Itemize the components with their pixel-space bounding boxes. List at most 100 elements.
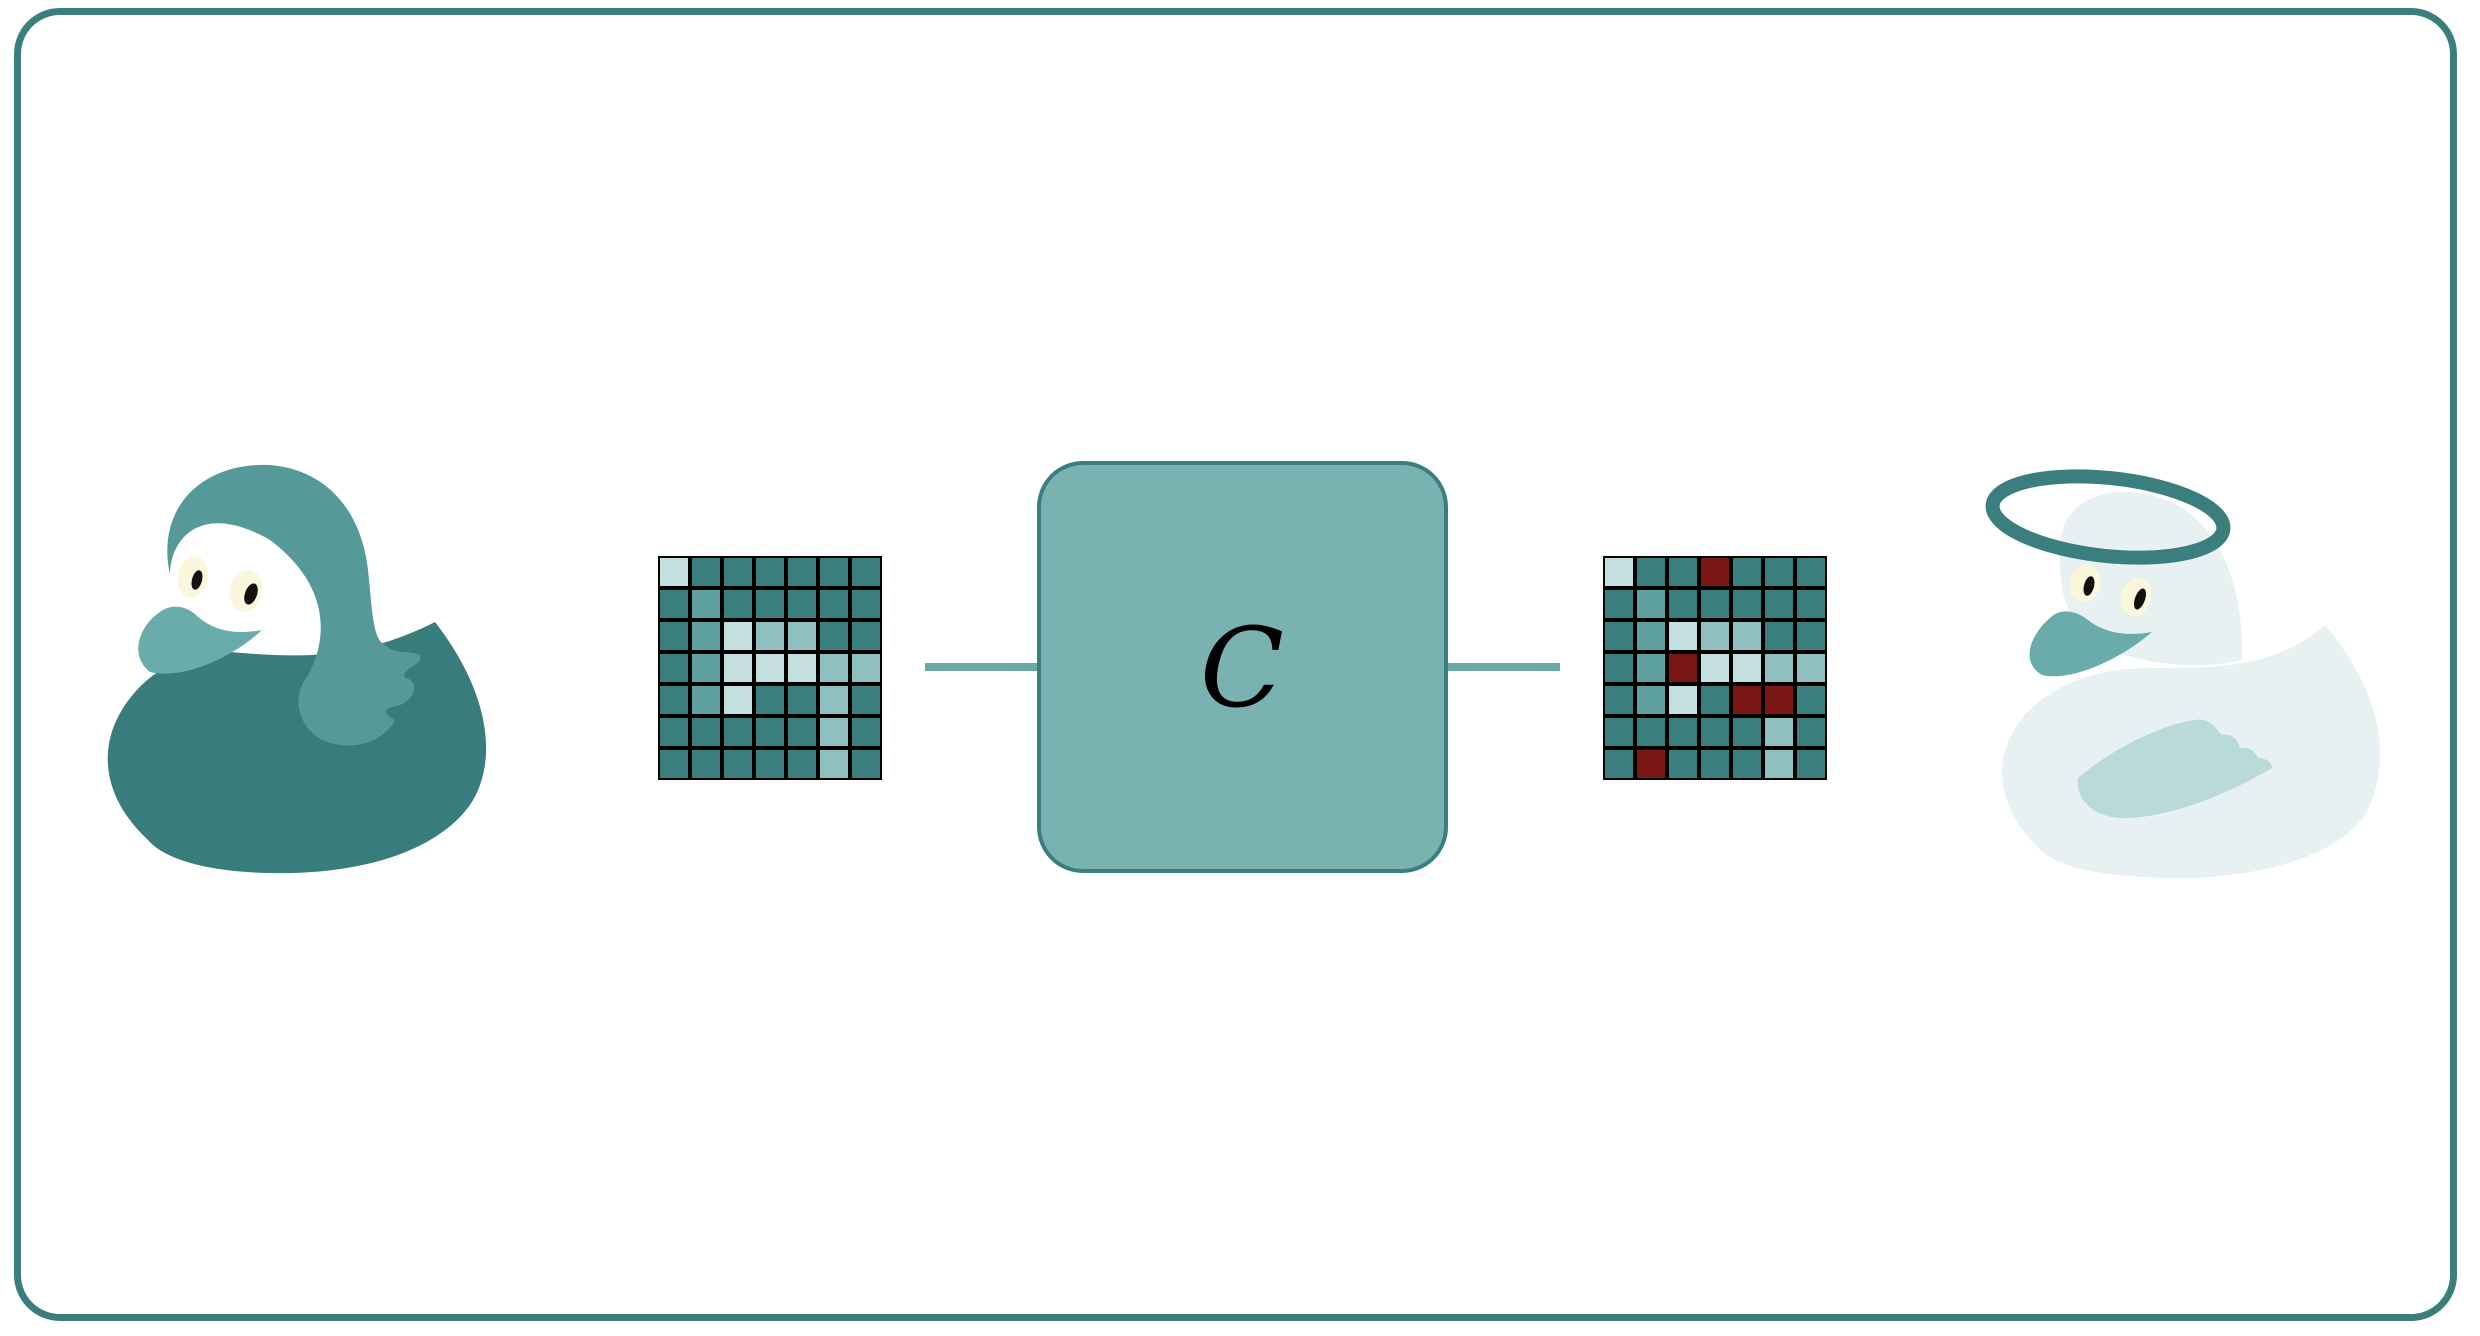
left-duck-head bbox=[167, 464, 421, 746]
output-matrix-cell bbox=[1733, 654, 1761, 682]
output-matrix-cell bbox=[1765, 622, 1793, 650]
output-matrix-cell bbox=[1605, 590, 1633, 618]
output-matrix-cell bbox=[1637, 750, 1665, 778]
input-matrix-cell bbox=[788, 558, 816, 586]
output-matrix-cell bbox=[1765, 686, 1793, 714]
output-matrix-cell bbox=[1797, 590, 1825, 618]
input-matrix-cell bbox=[788, 622, 816, 650]
output-matrix-cell bbox=[1765, 558, 1793, 586]
input-matrix-cell bbox=[788, 718, 816, 746]
input-matrix-cell bbox=[692, 718, 720, 746]
right-duck-pupil-1 bbox=[2083, 576, 2095, 596]
output-matrix-cell bbox=[1605, 654, 1633, 682]
output-matrix-cell bbox=[1797, 654, 1825, 682]
input-matrix-cell bbox=[756, 750, 784, 778]
left-duck-icon bbox=[107, 464, 487, 874]
input-matrix-cell bbox=[724, 654, 752, 682]
output-matrix-cell bbox=[1669, 750, 1697, 778]
input-matrix-cell bbox=[852, 750, 880, 778]
output-matrix-cell bbox=[1733, 622, 1761, 650]
output-matrix-cell bbox=[1733, 718, 1761, 746]
output-matrix-cell bbox=[1669, 654, 1697, 682]
output-matrix-cell bbox=[1701, 622, 1729, 650]
output-matrix-cell bbox=[1701, 654, 1729, 682]
input-matrix-cell bbox=[660, 654, 688, 682]
input-matrix-cell bbox=[724, 558, 752, 586]
output-matrix-cell bbox=[1637, 718, 1665, 746]
right-duck-head bbox=[2059, 491, 2243, 666]
input-matrix-cell bbox=[756, 558, 784, 586]
left-duck-pupil-1 bbox=[191, 570, 203, 590]
input-matrix-cell bbox=[788, 750, 816, 778]
output-matrix-cell bbox=[1701, 686, 1729, 714]
output-matrix-cell bbox=[1701, 718, 1729, 746]
input-matrix-cell bbox=[852, 686, 880, 714]
input-matrix-cell bbox=[820, 718, 848, 746]
output-matrix-cell bbox=[1669, 622, 1697, 650]
output-matrix-cell bbox=[1765, 750, 1793, 778]
output-matrix bbox=[1603, 556, 1827, 780]
input-matrix-cell bbox=[724, 750, 752, 778]
output-matrix-cell bbox=[1605, 750, 1633, 778]
input-matrix-cell bbox=[724, 686, 752, 714]
input-matrix-cell bbox=[852, 622, 880, 650]
output-matrix-cell bbox=[1733, 686, 1761, 714]
output-matrix-cell bbox=[1669, 686, 1697, 714]
left-duck-beak bbox=[138, 606, 262, 674]
input-matrix-cell bbox=[756, 718, 784, 746]
input-matrix-cell bbox=[660, 558, 688, 586]
right-duck-beak bbox=[2029, 611, 2152, 677]
output-matrix-cell bbox=[1669, 718, 1697, 746]
input-matrix-cell bbox=[692, 654, 720, 682]
output-matrix-cell bbox=[1733, 750, 1761, 778]
output-matrix-cell bbox=[1701, 750, 1729, 778]
input-matrix-cell bbox=[852, 590, 880, 618]
output-matrix-cell bbox=[1605, 558, 1633, 586]
output-matrix-cell bbox=[1637, 558, 1665, 586]
output-matrix-cell bbox=[1765, 654, 1793, 682]
input-matrix-cell bbox=[692, 558, 720, 586]
output-matrix-cell bbox=[1605, 718, 1633, 746]
output-matrix-cell bbox=[1701, 590, 1729, 618]
input-matrix-cell bbox=[756, 686, 784, 714]
input-matrix-cell bbox=[820, 558, 848, 586]
input-matrix-cell bbox=[692, 750, 720, 778]
input-matrix-cell bbox=[756, 622, 784, 650]
right-duck-pupil-2 bbox=[2133, 588, 2147, 610]
output-matrix-cell bbox=[1669, 558, 1697, 586]
output-matrix-cell bbox=[1797, 750, 1825, 778]
input-matrix-cell bbox=[820, 622, 848, 650]
right-duck-icon bbox=[1985, 469, 2381, 879]
output-matrix-cell bbox=[1765, 590, 1793, 618]
output-matrix-cell bbox=[1637, 590, 1665, 618]
input-matrix-cell bbox=[724, 622, 752, 650]
input-matrix-cell bbox=[692, 686, 720, 714]
input-matrix-cell bbox=[692, 622, 720, 650]
output-matrix-cell bbox=[1797, 622, 1825, 650]
input-matrix-cell bbox=[852, 654, 880, 682]
figure-frame bbox=[14, 8, 2457, 1321]
output-matrix-cell bbox=[1797, 718, 1825, 746]
output-matrix-cell bbox=[1605, 686, 1633, 714]
right-duck-wing bbox=[2077, 719, 2272, 819]
input-matrix-cell bbox=[660, 686, 688, 714]
output-matrix-cell bbox=[1765, 718, 1793, 746]
output-matrix-cell bbox=[1797, 558, 1825, 586]
input-matrix-cell bbox=[660, 718, 688, 746]
input-matrix-cell bbox=[788, 590, 816, 618]
output-matrix-cell bbox=[1637, 622, 1665, 650]
output-matrix-cell bbox=[1733, 590, 1761, 618]
output-matrix-cell bbox=[1637, 686, 1665, 714]
output-matrix-cell bbox=[1797, 686, 1825, 714]
input-matrix-cell bbox=[756, 654, 784, 682]
input-matrix-cell bbox=[788, 686, 816, 714]
input-matrix-cell bbox=[724, 590, 752, 618]
input-matrix-cell bbox=[852, 718, 880, 746]
input-matrix-cell bbox=[820, 750, 848, 778]
input-matrix-cell bbox=[820, 590, 848, 618]
input-matrix-cell bbox=[660, 622, 688, 650]
input-matrix-cell bbox=[724, 718, 752, 746]
output-matrix-cell bbox=[1637, 654, 1665, 682]
input-matrix-cell bbox=[692, 590, 720, 618]
